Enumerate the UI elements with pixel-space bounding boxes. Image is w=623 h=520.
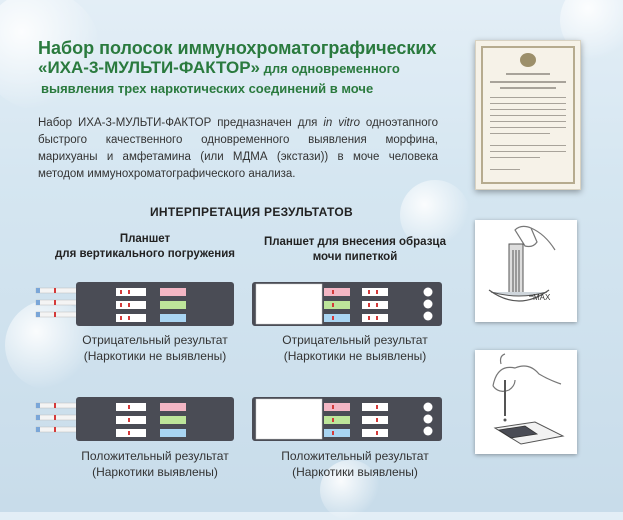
title-line-3: выявления трех наркотических соединений … — [41, 81, 374, 96]
interpretation-title: ИНТЕРПРЕТАЦИЯ РЕЗУЛЬТАТОВ — [150, 205, 353, 219]
product-name: «ИХА-3-МУЛЬТИ-ФАКТОР» — [38, 58, 260, 77]
caption-line: Отрицательный результат — [82, 333, 228, 347]
title-line-2: «ИХА-3-МУЛЬТИ-ФАКТОР» для одновременного — [38, 58, 436, 79]
description-italic: in vitro — [323, 117, 360, 129]
caption-negative-vertical: Отрицательный результат (Наркотики не вы… — [50, 332, 260, 364]
caption-line: Положительный результат — [81, 449, 229, 463]
background-bubble — [400, 180, 470, 250]
caption-line: Положительный результат — [281, 449, 429, 463]
caption-negative-pipette: Отрицательный результат (Наркотики не вы… — [250, 332, 460, 364]
column-header-line: Планшет для внесения образца — [263, 236, 447, 248]
result-windows — [116, 403, 186, 437]
description-part: Набор ИХА-3-МУЛЬТИ-ФАКТОР предназначен д… — [38, 117, 324, 129]
dip-device-negative — [35, 282, 234, 326]
caption-line: Отрицательный результат — [282, 333, 428, 347]
caption-positive-pipette: Положительный результат (Наркотики выявл… — [250, 448, 460, 480]
description-part: одноэтапного быстрого качественного одно… — [38, 117, 438, 180]
caption-line: (Наркотики выявлены) — [292, 465, 418, 479]
column-header-line: Планшет — [119, 233, 171, 245]
caption-line: (Наркотики не выявлены) — [283, 349, 427, 363]
pipette-device-negative — [252, 282, 442, 326]
result-windows — [324, 402, 433, 437]
background-bubble — [320, 460, 380, 520]
page-title: Набор полосок иммунохроматографических «… — [38, 38, 436, 99]
column-header-line: мочи пипеткой — [312, 251, 398, 263]
test-strips — [35, 402, 83, 433]
title-line-1: Набор полосок иммунохроматографических — [38, 38, 437, 58]
certificate-icon — [475, 40, 581, 190]
dip-cup-icon: MAX — [488, 225, 556, 302]
max-label: MAX — [533, 293, 551, 302]
caption-line: (Наркотики выявлены) — [92, 465, 218, 479]
column-header-pipette: Планшет для внесения образца мочи пипетк… — [250, 235, 460, 265]
result-windows — [324, 287, 433, 322]
pipette-hand-icon — [492, 353, 565, 445]
pipette-illustration-panel — [475, 350, 577, 454]
caption-positive-vertical: Положительный результат (Наркотики выявл… — [50, 448, 260, 480]
description-text: Набор ИХА-3-МУЛЬТИ-ФАКТОР предназначен д… — [38, 115, 438, 183]
caption-line: (Наркотики не выявлены) — [83, 349, 227, 363]
column-header-vertical: Планшет для вертикального погружения — [40, 232, 250, 262]
title-line-2-rest: для одновременного — [260, 61, 400, 76]
dip-device-positive — [35, 397, 234, 441]
column-header-line: для вертикального погружения — [54, 248, 236, 260]
dip-illustration-panel: MAX — [475, 220, 577, 322]
pipette-device-positive — [252, 397, 442, 441]
test-strips — [35, 287, 83, 318]
result-windows — [116, 288, 186, 322]
